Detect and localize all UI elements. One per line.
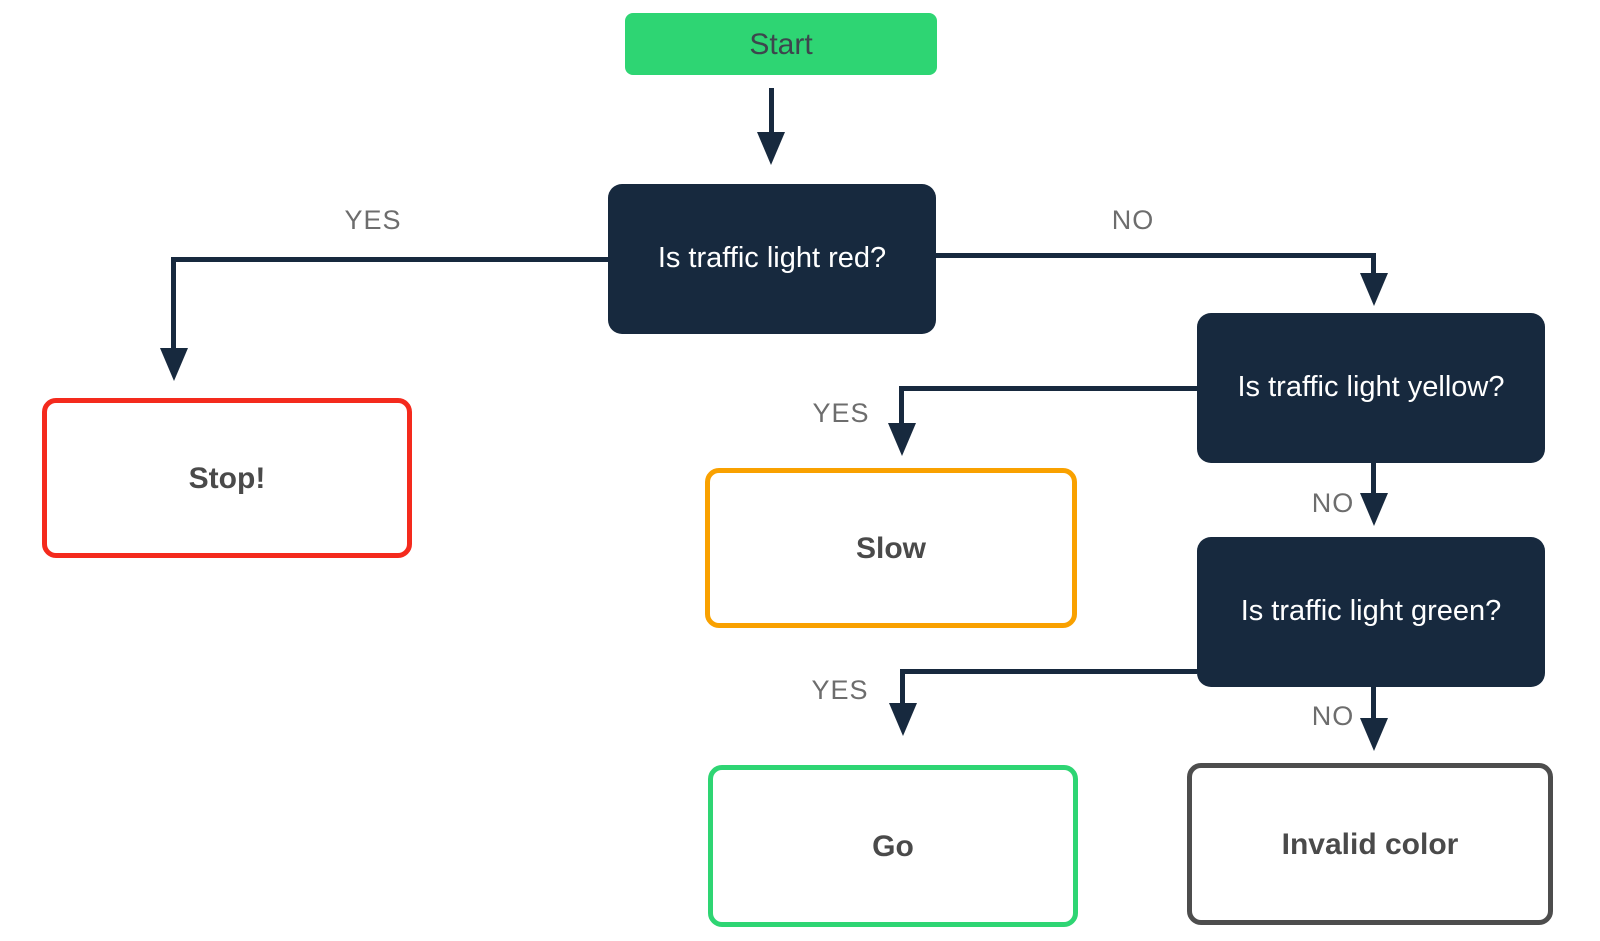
edge-label-red-no: NO [1111, 205, 1155, 235]
edge-red-no-vline [1371, 253, 1376, 275]
edge-yellow-yes-hline [899, 386, 1197, 391]
edge-green-yes-vline [900, 669, 905, 705]
node-result-invalid: Invalid color [1187, 763, 1553, 925]
edge-label-green-no: NO [1311, 701, 1355, 731]
edge-label-green-yes: YES [811, 675, 869, 705]
edge-red-yes-hline [171, 257, 608, 262]
node-result-stop: Stop! [42, 398, 412, 558]
arrow-down-icon [888, 423, 916, 456]
edge-label-yellow-no: NO [1311, 488, 1355, 518]
arrow-down-icon [757, 132, 785, 165]
node-result-go: Go [708, 765, 1078, 927]
edge-label-yellow-yes: YES [812, 398, 870, 428]
arrow-down-icon [1360, 273, 1388, 306]
edge-red-yes-vline [171, 257, 176, 350]
edge-green-yes-hline [900, 669, 1197, 674]
node-start: Start [625, 13, 937, 75]
arrow-down-icon [1360, 493, 1388, 526]
node-question-red: Is traffic light red? [608, 184, 936, 334]
arrow-down-icon [160, 348, 188, 381]
edge-yellow-yes-vline [899, 386, 904, 425]
arrow-down-icon [1360, 718, 1388, 751]
edge-start-to-red-line [769, 88, 774, 134]
arrow-down-icon [889, 703, 917, 736]
node-question-green: Is traffic light green? [1197, 537, 1545, 687]
edge-label-red-yes: YES [344, 205, 402, 235]
edge-green-no-vline [1371, 687, 1376, 720]
edge-yellow-no-vline [1371, 463, 1376, 495]
edge-red-no-hline [936, 253, 1376, 258]
node-result-slow: Slow [705, 468, 1077, 628]
node-question-yellow: Is traffic light yellow? [1197, 313, 1545, 463]
